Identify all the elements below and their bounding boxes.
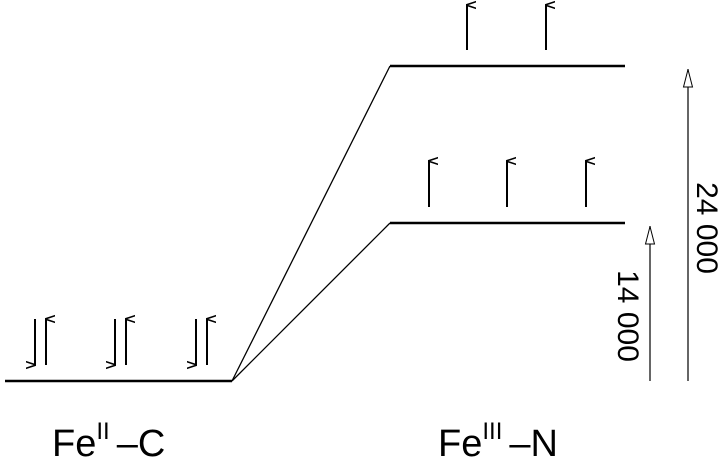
gap-label-upper: 24 000 bbox=[690, 182, 723, 274]
correlation-line-upper bbox=[231, 65, 391, 382]
gap-label-lower: 14 000 bbox=[611, 270, 644, 362]
middle-electrons bbox=[428, 161, 586, 207]
paired-electrons bbox=[35, 319, 207, 365]
correlation-line-middle bbox=[231, 222, 391, 382]
left-state-label: FeII–C bbox=[52, 418, 165, 463]
right-state-label: FeIII–N bbox=[438, 418, 558, 463]
upper-electrons bbox=[466, 5, 546, 50]
